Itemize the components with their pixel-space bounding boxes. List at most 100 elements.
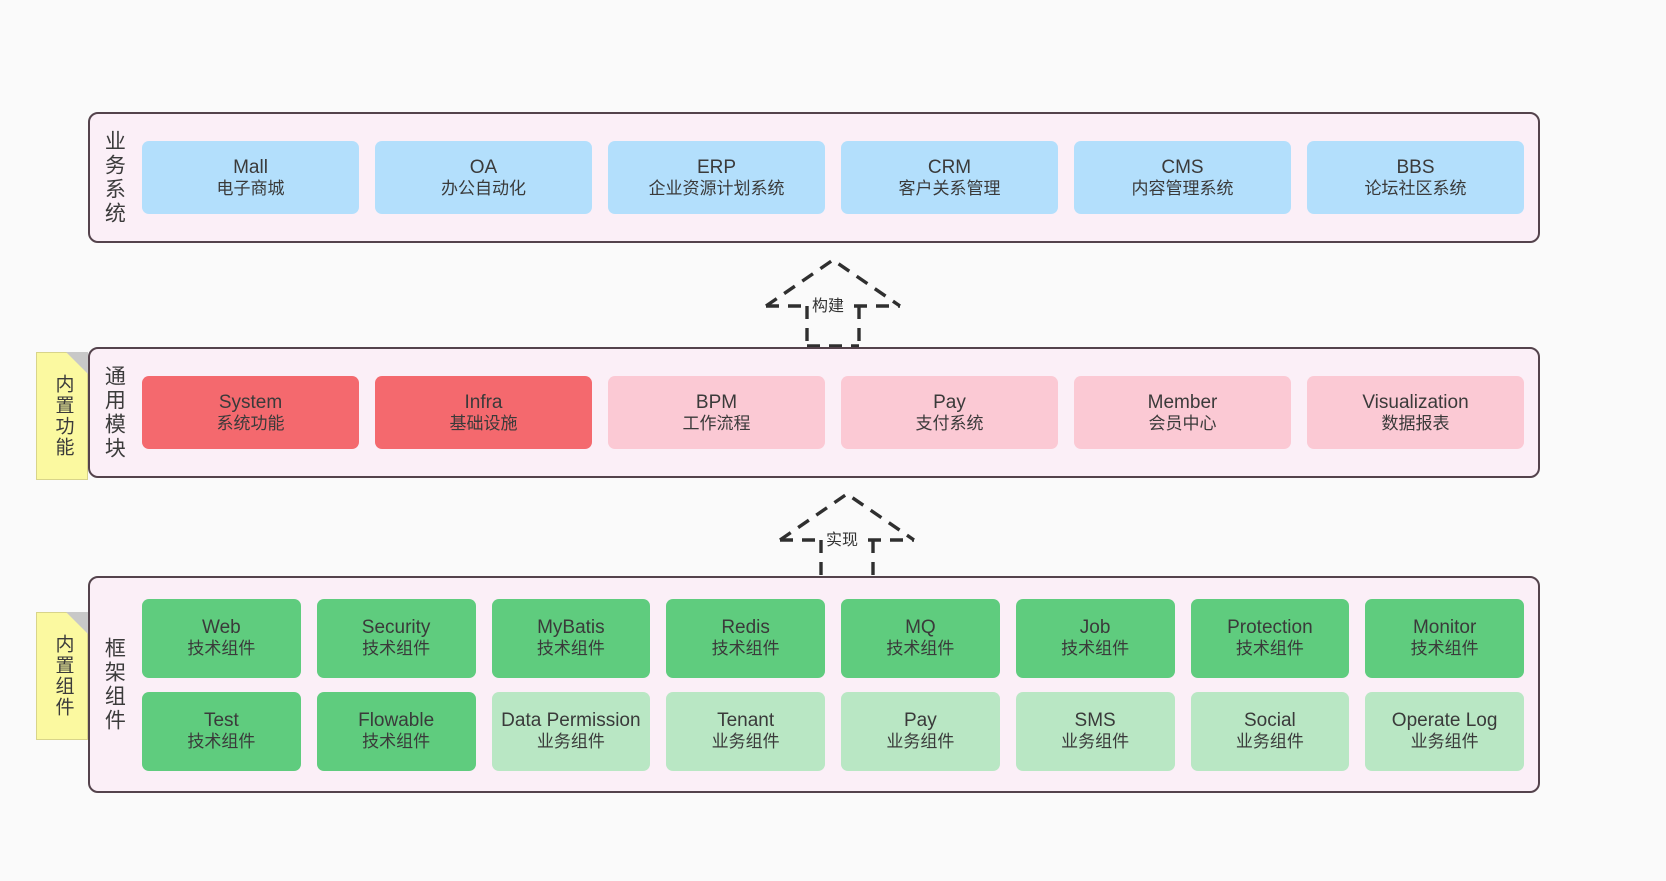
module-subtitle: 系统功能 <box>216 413 285 433</box>
module-box-tenant[interactable]: Tenant 业务组件 <box>666 691 825 771</box>
connector-realize-label: 实现 <box>823 526 862 550</box>
layer-title-framework: 框架组件 <box>102 636 126 733</box>
module-name: BPM <box>695 391 738 413</box>
module-subtitle: 内容管理系统 <box>1131 178 1234 198</box>
module-box-visualization[interactable]: Visualization 数据报表 <box>1307 376 1524 449</box>
module-box-bpm[interactable]: BPM 工作流程 <box>608 376 825 449</box>
module-name: Job <box>1079 617 1111 639</box>
module-subtitle: 技术组件 <box>362 639 431 659</box>
module-box-crm[interactable]: CRM 客户关系管理 <box>841 141 1058 214</box>
module-name: Operate Log <box>1391 710 1498 732</box>
layer-row: Test 技术组件 Flowable 技术组件 Data Permission … <box>142 691 1524 771</box>
module-name: SMS <box>1074 710 1116 732</box>
module-box-bbs[interactable]: BBS 论坛社区系统 <box>1307 141 1524 214</box>
module-subtitle: 业务组件 <box>1235 732 1304 752</box>
module-subtitle: 业务组件 <box>1410 732 1479 752</box>
module-subtitle: 客户关系管理 <box>898 178 1001 198</box>
layer-business-systems: 业务系统 Mall 电子商城 OA 办公自动化 ERP 企业资源计划系统 CRM… <box>88 112 1540 243</box>
module-name: Tenant <box>717 710 775 732</box>
module-subtitle: 办公自动化 <box>441 178 526 198</box>
module-subtitle: 基础设施 <box>449 413 518 433</box>
module-subtitle: 电子商城 <box>216 178 285 198</box>
module-name: Infra <box>464 391 503 413</box>
layer-body-framework: Web 技术组件 Security 技术组件 MyBatis 技术组件 Redi… <box>136 578 1538 791</box>
module-name: MQ <box>905 617 936 639</box>
module-name: MyBatis <box>537 617 605 639</box>
module-subtitle: 业务组件 <box>1061 732 1130 752</box>
module-box-test[interactable]: Test 技术组件 <box>142 691 301 771</box>
note-builtin-function: 内置功能 <box>36 352 88 480</box>
note-label: 内置功能 <box>52 374 74 458</box>
module-name: Mall <box>233 156 268 178</box>
module-box-mq[interactable]: MQ 技术组件 <box>841 598 1000 678</box>
layer-common-modules: 通用模块 System 系统功能 Infra 基础设施 BPM 工作流程 Pay… <box>88 347 1540 478</box>
layer-row: Mall 电子商城 OA 办公自动化 ERP 企业资源计划系统 CRM 客户关系… <box>142 141 1524 214</box>
module-subtitle: 技术组件 <box>711 639 780 659</box>
module-box-erp[interactable]: ERP 企业资源计划系统 <box>608 141 825 214</box>
module-name: Pay <box>904 710 937 732</box>
module-name: Security <box>361 617 431 639</box>
module-name: Member <box>1147 391 1218 413</box>
module-subtitle: 论坛社区系统 <box>1364 178 1467 198</box>
connector-build-label: 构建 <box>809 292 848 316</box>
note-label: 内置组件 <box>52 634 74 718</box>
module-name: System <box>218 391 283 413</box>
module-box-mybatis[interactable]: MyBatis 技术组件 <box>491 598 651 678</box>
module-subtitle: 业务组件 <box>711 732 780 752</box>
module-box-security[interactable]: Security 技术组件 <box>316 598 476 678</box>
module-subtitle: 技术组件 <box>187 639 256 659</box>
layer-row: System 系统功能 Infra 基础设施 BPM 工作流程 Pay 支付系统… <box>142 376 1524 449</box>
module-box-operate-log[interactable]: Operate Log 业务组件 <box>1365 691 1524 771</box>
module-box-redis[interactable]: Redis 技术组件 <box>666 598 825 678</box>
module-name: Data Permission <box>501 710 641 732</box>
module-name: Web <box>202 617 241 639</box>
module-box-monitor[interactable]: Monitor 技术组件 <box>1365 598 1524 678</box>
module-name: Protection <box>1227 617 1313 639</box>
module-box-data-permission[interactable]: Data Permission 业务组件 <box>491 691 651 771</box>
module-name: Flowable <box>358 710 435 732</box>
module-box-sms[interactable]: SMS 业务组件 <box>1015 691 1175 771</box>
module-box-oa[interactable]: OA 办公自动化 <box>375 141 592 214</box>
layer-body-common: System 系统功能 Infra 基础设施 BPM 工作流程 Pay 支付系统… <box>136 349 1538 476</box>
module-box-pay[interactable]: Pay 支付系统 <box>841 376 1058 449</box>
note-builtin-component: 内置组件 <box>36 612 88 740</box>
module-subtitle: 技术组件 <box>536 639 605 659</box>
module-name: Social <box>1244 710 1296 732</box>
module-name: OA <box>469 156 498 178</box>
module-box-flowable[interactable]: Flowable 技术组件 <box>316 691 476 771</box>
layer-body-business: Mall 电子商城 OA 办公自动化 ERP 企业资源计划系统 CRM 客户关系… <box>136 114 1538 241</box>
module-subtitle: 技术组件 <box>1235 639 1304 659</box>
module-name: BBS <box>1396 156 1435 178</box>
connector-realize: 实现 <box>772 490 922 582</box>
module-subtitle: 数据报表 <box>1381 413 1450 433</box>
module-name: CRM <box>927 156 972 178</box>
module-box-member[interactable]: Member 会员中心 <box>1074 376 1291 449</box>
module-name: Test <box>203 710 239 732</box>
module-name: Pay <box>933 391 966 413</box>
module-box-infra[interactable]: Infra 基础设施 <box>375 376 592 449</box>
module-box-protection[interactable]: Protection 技术组件 <box>1190 598 1350 678</box>
module-box-social[interactable]: Social 业务组件 <box>1190 691 1350 771</box>
module-subtitle: 企业资源计划系统 <box>648 178 785 198</box>
layer-title-common: 通用模块 <box>102 364 126 461</box>
module-name: Redis <box>721 617 770 639</box>
layer-row: Web 技术组件 Security 技术组件 MyBatis 技术组件 Redi… <box>142 598 1524 678</box>
module-subtitle: 工作流程 <box>682 413 751 433</box>
module-subtitle: 技术组件 <box>1061 639 1130 659</box>
module-box-mall[interactable]: Mall 电子商城 <box>142 141 359 214</box>
module-name: Monitor <box>1412 617 1477 639</box>
module-subtitle: 业务组件 <box>886 732 955 752</box>
module-box-pay-component[interactable]: Pay 业务组件 <box>841 691 1000 771</box>
module-name: ERP <box>696 156 737 178</box>
layer-framework-components: 框架组件 Web 技术组件 Security 技术组件 MyBatis 技术组件… <box>88 576 1540 793</box>
module-box-system[interactable]: System 系统功能 <box>142 376 359 449</box>
module-box-cms[interactable]: CMS 内容管理系统 <box>1074 141 1291 214</box>
module-name: CMS <box>1161 156 1204 178</box>
module-subtitle: 技术组件 <box>886 639 955 659</box>
module-box-job[interactable]: Job 技术组件 <box>1015 598 1175 678</box>
module-subtitle: 技术组件 <box>1410 639 1479 659</box>
module-subtitle: 业务组件 <box>536 732 605 752</box>
module-subtitle: 技术组件 <box>187 732 256 752</box>
module-box-web[interactable]: Web 技术组件 <box>142 598 301 678</box>
